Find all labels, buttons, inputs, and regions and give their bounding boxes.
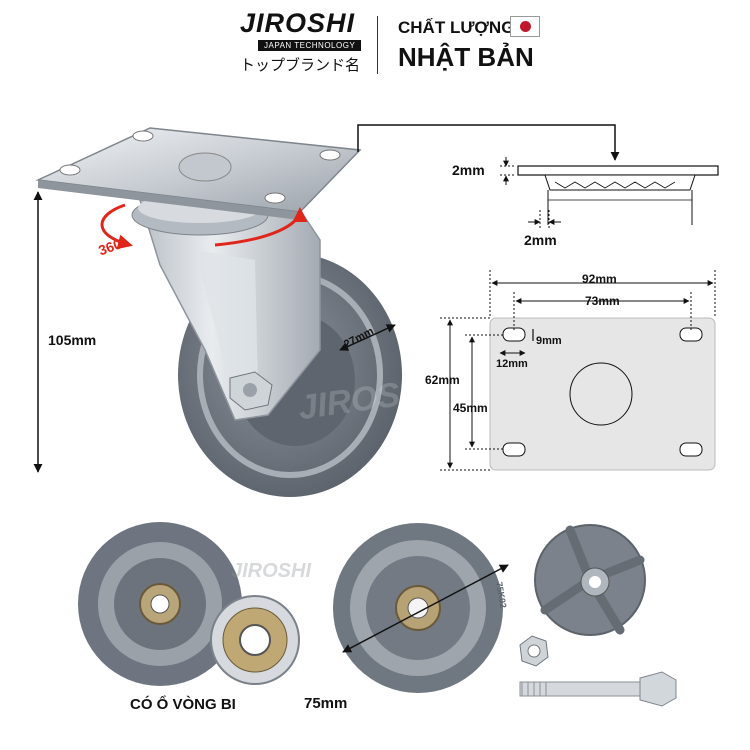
tread-width-dimension-line: [339, 324, 396, 351]
overall-height-label: 62mm: [425, 373, 460, 387]
bearing-wheel-illustration: [78, 522, 300, 686]
side-bearing-race: [544, 174, 696, 191]
exploded-wheel-illustration: [333, 523, 677, 707]
plate-hole: [264, 192, 286, 204]
plate-center-circle: [569, 362, 633, 426]
diameter-dimension-line: [342, 564, 509, 653]
wheel-core-spokes: [540, 525, 645, 635]
plate-slot-hole: [679, 442, 703, 457]
overall-width-label: 92mm: [582, 272, 617, 286]
brand-japanese-text: トップブランド名: [240, 57, 361, 74]
brand-tagline: JAPAN TECHNOLOGY: [258, 40, 362, 51]
plate-hole: [59, 164, 81, 176]
bearing-caption: CÓ Ổ VÒNG BI: [130, 696, 236, 713]
japan-flag-icon: [510, 16, 540, 37]
hex-nut-hole: [527, 644, 541, 658]
rotation-arrow-left: [100, 203, 133, 250]
quality-label-main: NHẬT BẢN: [398, 42, 534, 72]
axle-bolt: [243, 383, 257, 397]
plate-outline: [489, 317, 716, 471]
connector-arrow: [357, 124, 620, 161]
side-ball-bearings: [554, 181, 676, 189]
bottom-watermark: JIROSHI: [231, 560, 312, 582]
hole-width-label: 12mm: [496, 358, 528, 370]
bolt-head: [639, 671, 677, 707]
caster-fork-highlight: [195, 250, 258, 405]
caster-top-plate-edge: [38, 180, 300, 220]
quality-label-top: CHẤT LƯỢNG: [398, 18, 515, 37]
diameter-label: 75mm: [304, 695, 348, 712]
plate-rivet: [178, 152, 232, 182]
plate-hole: [319, 149, 341, 161]
caster-illustration: [35, 127, 402, 497]
hole-height-label: 9mm: [536, 335, 562, 347]
rotation-arrow-right: [214, 207, 308, 247]
hole-span-width-label: 73mm: [585, 294, 620, 308]
hole-span-height-label: 45mm: [453, 401, 488, 415]
side-profile-diagram: [500, 157, 719, 228]
plate-hole: [132, 130, 154, 142]
side-fork-edges: [547, 190, 693, 225]
top-plate-diagram: [440, 270, 716, 471]
bolt-shaft: [519, 681, 641, 697]
header-divider: [377, 16, 378, 74]
height-label: 105mm: [48, 332, 97, 348]
side-plate: [517, 165, 719, 176]
plate-slot-hole: [502, 442, 526, 457]
plate-thickness-label: 2mm: [452, 162, 485, 178]
wheel-core-bore: [589, 576, 601, 588]
gap-label: 2mm: [524, 232, 557, 248]
bolt-threads: [521, 682, 547, 696]
loose-bearing-bore: [239, 624, 271, 656]
brand-logo-text: JIROSHI: [240, 8, 356, 38]
bottom-wheel-bore: [150, 594, 170, 614]
